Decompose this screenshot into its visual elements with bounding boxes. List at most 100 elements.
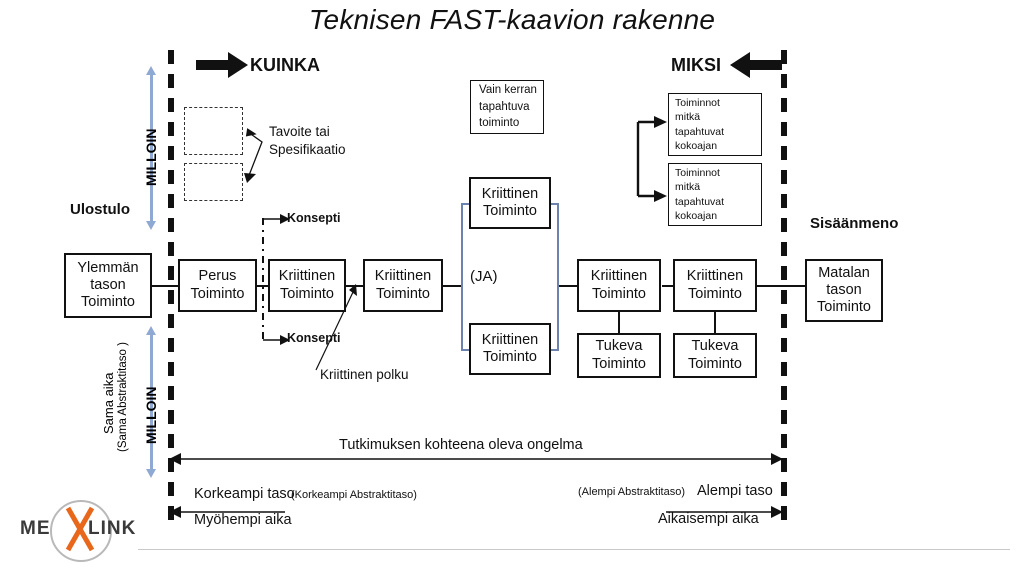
connector-critical2-to-gate (443, 285, 461, 287)
kuinka-arrow-icon (196, 52, 248, 78)
box-toiminnot-kokoajan-2[interactable]: Toiminnot mitkä tapahtuvat kokoajan (668, 163, 762, 226)
box-kriittinen-toiminto-4[interactable]: Kriittinen Toiminto (673, 259, 757, 312)
box-line: Tukeva (595, 338, 643, 355)
box-line: Kriittinen (481, 185, 539, 202)
higher-level-label: Korkeampi taso (194, 486, 295, 502)
box-line: Kriittinen (374, 268, 432, 285)
box-kriittinen-toiminto-bottom[interactable]: Kriittinen Toiminto (469, 323, 551, 375)
box-line: Perus (198, 268, 237, 285)
box-line: Toiminto (688, 285, 742, 302)
milloin-upper-label: MILLOIN (143, 128, 159, 186)
box-line: tapahtuvat (675, 195, 725, 208)
gate-left-bracket-bottom (461, 349, 471, 351)
logo-x-icon (65, 506, 95, 552)
later-time-label: Myöhempi aika (194, 512, 292, 528)
gate-right-bracket-vertical (557, 203, 559, 351)
gate-right-bracket-top (548, 203, 559, 205)
gate-left-bracket-top (461, 203, 471, 205)
box-matalan-tason-toiminto[interactable]: Matalan tason Toiminto (805, 259, 883, 322)
box-line: Tukeva (691, 338, 739, 355)
box-line: Vain kerran (479, 83, 537, 96)
box-line: Kriittinen (278, 268, 336, 285)
box-line: Toiminto (592, 285, 646, 302)
goal-spec-box-bottom (184, 163, 243, 201)
box-line: Kriittinen (481, 331, 539, 348)
box-kriittinen-toiminto-3[interactable]: Kriittinen Toiminto (577, 259, 661, 312)
box-line: kokoajan (675, 209, 718, 222)
left-boundary-line (168, 50, 174, 528)
box-line: Toiminto (688, 355, 742, 372)
box-line: Toiminto (81, 294, 135, 311)
box-line: Toiminto (190, 285, 245, 302)
box-line: Toiminto (817, 299, 871, 316)
box-line: Toiminnot (675, 96, 720, 109)
goal-spec-double-arrow-icon (244, 128, 263, 183)
earlier-time-label: Aikaisempi aika (658, 511, 759, 527)
box-line: Kriittinen (590, 268, 648, 285)
box-line: Toiminto (280, 285, 334, 302)
milloin-lower-label: MILLOIN (143, 386, 159, 444)
box-line: tason (826, 281, 862, 298)
logo-circle-icon (50, 500, 112, 562)
box-line: toiminto (479, 117, 520, 130)
mexlink-logo: ME LINK (18, 498, 138, 562)
konsepti-bottom-label: Konsepti (287, 331, 341, 345)
right-boundary-line (781, 50, 787, 528)
connector-gate-to-critical3 (559, 285, 578, 287)
box-line: Toiminto (483, 349, 537, 365)
page-title: Teknisen FAST-kaavion rakenne (308, 4, 716, 35)
box-higher-level-toiminto[interactable]: Ylemmän tason Toiminto (64, 253, 152, 318)
logo-divider-line (138, 549, 1010, 550)
box-kriittinen-toiminto-1[interactable]: Kriittinen Toiminto (268, 259, 346, 312)
box-line: Kriittinen (686, 268, 744, 285)
lower-level-label: Alempi taso (697, 483, 773, 499)
higher-level-sub-label: (Korkeampi Abstraktitaso) (291, 489, 417, 501)
box-perus-toiminto[interactable]: Perus Toiminto (178, 259, 257, 312)
box-line: tason (90, 276, 126, 293)
goal-spec-box-top (184, 107, 243, 155)
and-gate-label: (JA) (470, 268, 498, 285)
box-tukeva-toiminto-2[interactable]: Tukeva Toiminto (673, 333, 757, 378)
connector-critical3-to-support1 (618, 312, 620, 334)
box-line: Toiminnot (675, 166, 720, 179)
box-vain-kerran-toiminto[interactable]: Vain kerran tapahtuva toiminto (470, 80, 544, 134)
goal-spec-label-line2: Spesifikaatio (269, 142, 346, 157)
milloin-upper-arrow (146, 66, 155, 230)
scope-label: Tutkimuksen kohteena oleva ongelma (339, 437, 583, 453)
box-tukeva-toiminto-1[interactable]: Tukeva Toiminto (577, 333, 661, 378)
always-bracket-arrow-icon (636, 116, 667, 202)
box-line: Ylemmän (77, 259, 139, 276)
box-line: Matalan (818, 264, 870, 281)
konsepti-top-label: Konsepti (287, 211, 341, 225)
connector-critical3-to-critical4 (662, 285, 674, 287)
gate-right-bracket-bottom (548, 349, 559, 351)
box-kriittinen-toiminto-2[interactable]: Kriittinen Toiminto (363, 259, 443, 312)
lower-level-sub-label: (Alempi Abstraktitaso) (578, 486, 685, 498)
miksi-label: MIKSI (671, 55, 722, 75)
kriittinen-polku-label: Kriittinen polku (320, 367, 409, 382)
konsepti-top-arrow-icon (263, 214, 290, 224)
miksi-arrow-icon (730, 52, 782, 78)
milloin-lower-arrow (146, 326, 155, 478)
box-toiminnot-kokoajan-1[interactable]: Toiminnot mitkä tapahtuvat kokoajan (668, 93, 762, 156)
sama-aika-label: Sama aika (101, 372, 116, 434)
goal-spec-label-line1: Tavoite tai (269, 124, 330, 139)
box-line: tapahtuvat (675, 125, 725, 138)
box-line: kokoajan (675, 139, 718, 152)
konsepti-bottom-arrow-icon (263, 335, 290, 345)
kuinka-label: KUINKA (250, 55, 320, 75)
box-line: mitkä (675, 181, 701, 194)
box-line: Toiminto (483, 203, 537, 219)
box-line: Toiminto (376, 285, 430, 302)
connector-critical1-to-critical2 (345, 285, 363, 287)
sisaanmeno-label: Sisäänmeno (810, 215, 899, 232)
sama-abstraktitaso-label: (Sama Abstraktitaso ) (117, 342, 129, 452)
connector-higher-to-basic (152, 285, 186, 287)
logo-text-right: LINK (88, 518, 137, 539)
box-kriittinen-toiminto-top[interactable]: Kriittinen Toiminto (469, 177, 551, 229)
konsepti-dashdot-line (262, 218, 264, 342)
box-line: tapahtuva (479, 100, 530, 113)
connector-critical4-to-lower (757, 285, 805, 287)
gate-left-bracket-vertical (461, 203, 463, 351)
